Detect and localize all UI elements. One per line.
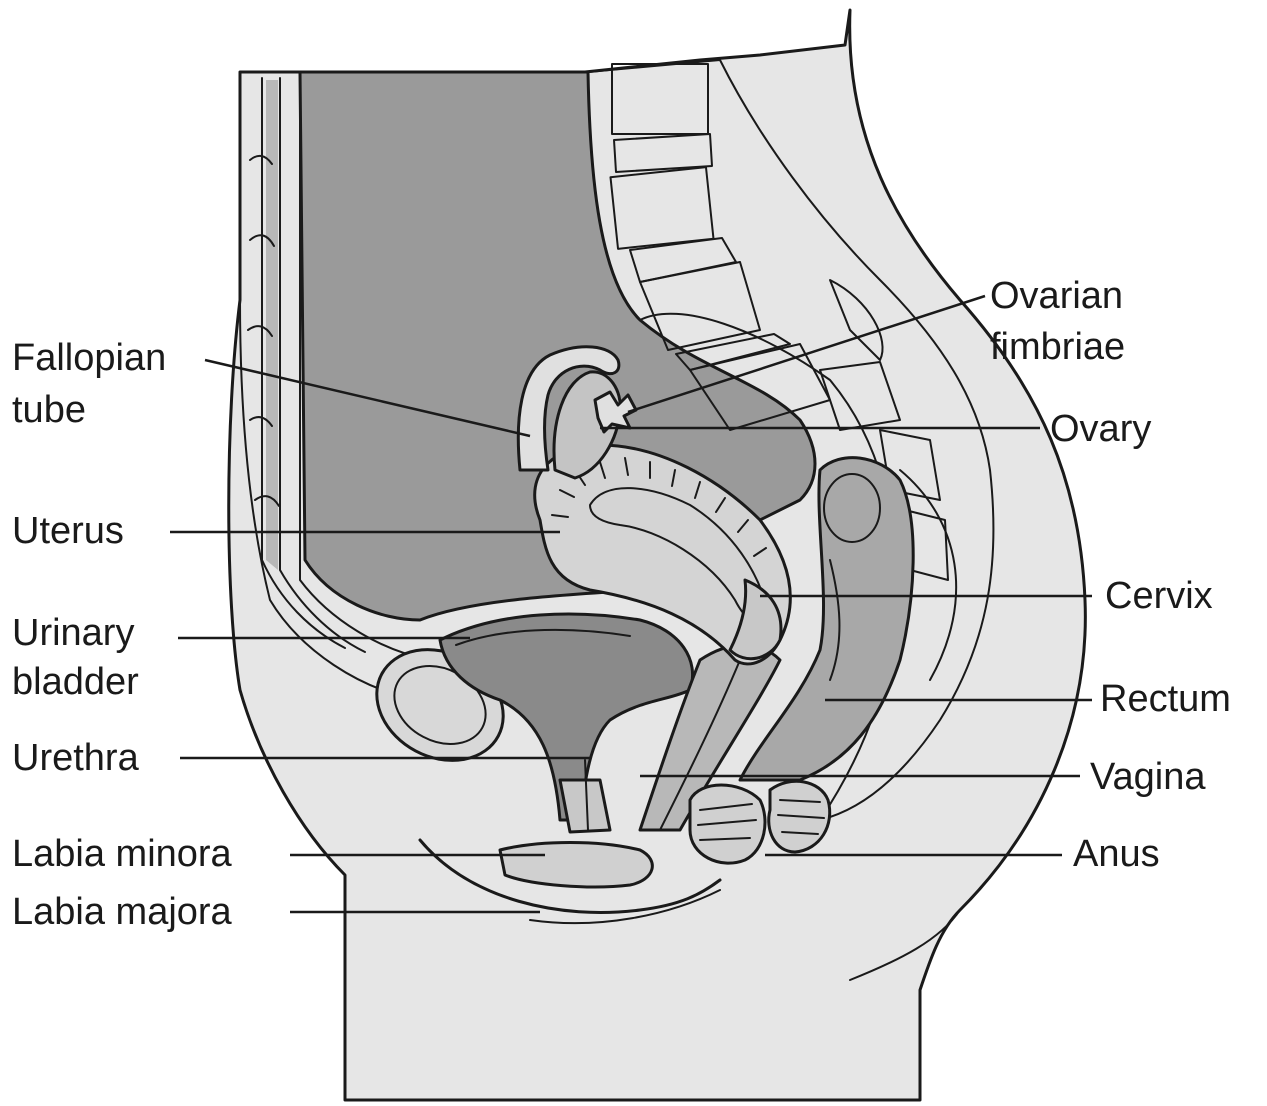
label-urinary-bladder-line1: Urinary [12, 612, 134, 654]
label-cervix: Cervix [1105, 575, 1213, 617]
label-ovarian-fimbriae-line1: Ovarian [990, 275, 1123, 317]
label-ovary: Ovary [1050, 408, 1151, 450]
label-urethra: Urethra [12, 737, 140, 779]
label-ovarian-fimbriae-line2: fimbriae [990, 326, 1125, 368]
label-fallopian-tube-line1: Fallopian [12, 337, 166, 379]
label-fallopian-tube-line2: tube [12, 389, 86, 431]
label-labia-majora: Labia majora [12, 891, 233, 933]
label-rectum: Rectum [1100, 678, 1231, 720]
label-urinary-bladder-line2: bladder [12, 661, 139, 703]
label-anus: Anus [1073, 833, 1160, 875]
label-uterus: Uterus [12, 510, 124, 552]
labia-minora [500, 843, 652, 887]
label-vagina: Vagina [1090, 756, 1206, 798]
label-labia-minora: Labia minora [12, 833, 233, 875]
labels-left: Fallopian tube Uterus Urinary bladder Ur… [12, 337, 233, 933]
